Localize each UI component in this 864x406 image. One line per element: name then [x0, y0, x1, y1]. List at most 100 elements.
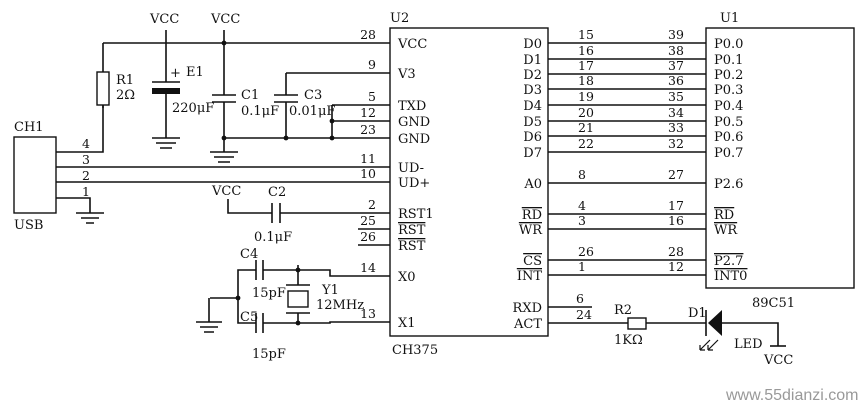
u2-pin-name-act: ACT	[513, 317, 542, 332]
u2-pin-name-rst: RST	[398, 223, 426, 238]
u2-pin-name-rxd: RXD	[513, 301, 542, 316]
u2-pin-number: 26	[578, 244, 594, 259]
u2-pin-number: 21	[578, 120, 594, 135]
c5-ref: C5	[240, 310, 258, 325]
u2-pin-number: 25	[360, 213, 376, 228]
u2-pin-number: 9	[368, 57, 376, 72]
capacitor-c1: C1 0.1μF	[210, 43, 279, 163]
u2-pin-name-d2: D2	[523, 68, 542, 83]
r1-ref: R1	[116, 73, 134, 88]
u2-pin-number: 23	[360, 122, 376, 137]
u1-pin-number: 32	[668, 136, 684, 151]
crystal-y1: Y1 12MHz	[286, 283, 364, 314]
ground-icon	[76, 212, 104, 224]
u2-pin-name-d1: D1	[523, 53, 542, 68]
light-arrow-icon	[699, 339, 719, 351]
u2-pin-number: 19	[578, 89, 594, 104]
u1-pin-number: 12	[668, 259, 684, 274]
u1-pin-name-p2-7: P2.7	[714, 254, 743, 269]
u2-pin-name-d4: D4	[523, 99, 542, 114]
r2-value: 1KΩ	[614, 333, 643, 348]
u2-pin-name-rst: RST	[398, 239, 426, 254]
ground-icon	[152, 137, 180, 149]
resistor-r2: R2 1KΩ	[614, 303, 647, 348]
u2-ch375-chip: U2 CH375	[389, 11, 549, 358]
u2-pin-number: 15	[578, 27, 594, 42]
u1-pin-number: 38	[668, 43, 684, 58]
u1-pin-name-p0-6: P0.6	[714, 130, 743, 145]
u1-pin-number: 37	[668, 58, 684, 73]
u1-pin-name-p2-6: P2.6	[714, 177, 743, 192]
u2-pin-number: 26	[360, 229, 376, 244]
u1-pin-number: 34	[668, 105, 684, 120]
u2-pin-name-v3: V3	[397, 67, 416, 82]
d1-ref: D1	[688, 306, 707, 321]
u2-left-pin-group: 28VCC9V35TXD12GND23GND11UD-10UD+2RST125R…	[360, 27, 434, 331]
u1-pin-number: 39	[668, 27, 684, 42]
c5-value: 15pF	[252, 347, 286, 362]
u2-pin-number: 5	[368, 89, 376, 104]
u2-pin-name-d3: D3	[523, 83, 542, 98]
u2-pin-number: 22	[578, 136, 594, 151]
resistor-r1: R1 2Ω	[96, 71, 135, 106]
usb-pin-4: 4	[82, 136, 90, 151]
vcc-label-3: VCC	[211, 184, 241, 199]
u2-pin-name-int: INT	[517, 269, 543, 284]
u1-pin-name-wr: WR	[714, 223, 738, 238]
capacitor-c4: C4 15pF	[240, 247, 286, 301]
usb-connector-ch1: CH1 USB 4 3 2 1	[13, 120, 90, 233]
usb-ref-label: CH1	[14, 120, 44, 135]
c3-value: 0.01μF	[289, 104, 335, 119]
watermark: www.55dianzi.com	[725, 387, 859, 404]
u2-pin-number: 3	[578, 213, 586, 228]
vcc-label-2: VCC	[210, 12, 240, 27]
u1-pin-name-p0-7: P0.7	[714, 146, 743, 161]
u2-pin-number: 4	[578, 198, 586, 213]
usb-pin-2: 2	[82, 168, 90, 183]
u2-pin-name-ud-: UD-	[398, 161, 424, 176]
u2-pin-name-x0: X0	[398, 270, 416, 285]
u1-pin-name-p0-2: P0.2	[714, 68, 743, 83]
y1-value: 12MHz	[316, 298, 364, 313]
u2-pin-name-gnd: GND	[398, 115, 430, 130]
u2-pin-name-wr: WR	[519, 223, 543, 238]
u2-pin-number: 6	[576, 291, 584, 306]
vcc-label-1: VCC	[149, 12, 179, 27]
u2-ref-label: U2	[390, 11, 409, 26]
u2-pin-number: 14	[360, 260, 376, 275]
u2-pin-name-d7: D7	[523, 146, 542, 161]
capacitor-e1: + E1 220μF	[152, 43, 214, 149]
u1-pin-number: 28	[668, 244, 684, 259]
u2-pin-name-txd: TXD	[398, 99, 426, 114]
e1-value: 220μF	[172, 101, 214, 116]
u1-pin-number: 35	[668, 89, 684, 104]
usb-gnd-wire	[56, 197, 91, 213]
u2-pin-name-cs: CS	[523, 254, 542, 269]
u2-pin-number: 24	[576, 307, 592, 322]
u2-pin-name-x1: X1	[398, 316, 416, 331]
u1-pin-name-p0-0: P0.0	[714, 37, 743, 52]
u1-pin-number: 36	[668, 73, 684, 88]
u2-pin-number: 2	[368, 197, 376, 212]
d1-value: LED	[734, 337, 763, 352]
u1-pin-number: 16	[668, 213, 684, 228]
u2-pin-number: 13	[360, 306, 376, 321]
u1-name-label: 89C51	[752, 296, 795, 311]
r2-ref: R2	[614, 303, 632, 318]
u1-pin-name-p0-1: P0.1	[714, 53, 743, 68]
usb-pin-3: 3	[82, 152, 90, 167]
vcc-rail-wire	[103, 30, 225, 44]
u2-pin-number: 12	[360, 105, 376, 120]
capacitor-c3: C3 0.01μF	[274, 73, 335, 138]
u2-pin-number: 18	[578, 73, 594, 88]
c1-value: 0.1μF	[241, 104, 279, 119]
c4-value: 15pF	[252, 286, 286, 301]
u2-pin-name-d0: D0	[523, 37, 542, 52]
u1-pin-number: 27	[668, 167, 684, 182]
c3-ref: C3	[304, 88, 322, 103]
c1-ref: C1	[241, 88, 259, 103]
u1-89c51-chip: U1 89C51	[705, 11, 855, 311]
